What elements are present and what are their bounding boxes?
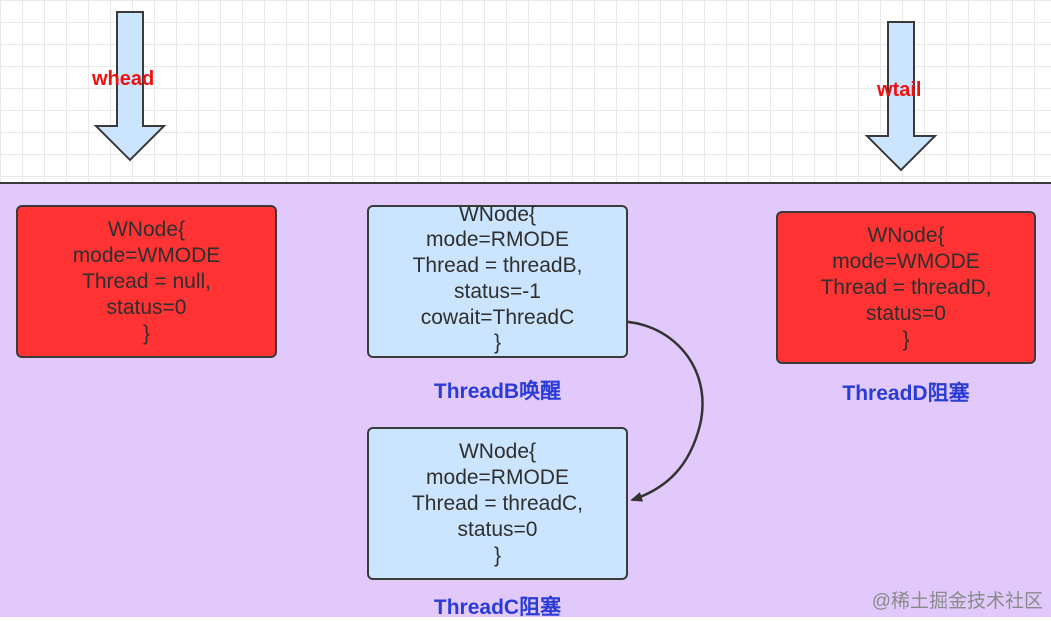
tail-pointer-arrow	[864, 21, 938, 172]
grid-background	[0, 0, 1051, 183]
node-line: WNode{	[458, 203, 537, 226]
watermark-text: @稀土掘金技术社区	[871, 591, 1043, 612]
cowait-link-arrow	[601, 320, 704, 502]
node-line: }	[142, 321, 150, 345]
node-line: mode=RMODE	[426, 465, 569, 489]
node-line: Thread = null,	[82, 269, 211, 293]
node-line: status=0	[457, 517, 538, 541]
node-line: status=-1	[454, 280, 541, 303]
node-line: }	[493, 543, 501, 567]
node-line: status=0	[866, 301, 946, 325]
node-line: mode=WMODE	[72, 243, 221, 267]
node-line: }	[493, 331, 501, 354]
node-line: Thread = threadB,	[412, 254, 583, 277]
node-line: Thread = threadD,	[820, 275, 992, 299]
queue-divider	[0, 182, 1051, 184]
threadB-wnode: WNode{ mode=RMODE Thread = threadB, stat…	[367, 203, 628, 358]
threadC-wnode: WNode{ mode=RMODE Thread = threadC, stat…	[367, 427, 628, 580]
node-line: Thread = threadC,	[411, 491, 583, 515]
threadC-caption: ThreadC阻塞	[433, 596, 562, 619]
node-line: mode=RMODE	[426, 228, 569, 251]
node-line: cowait=ThreadC	[420, 306, 575, 329]
tail-pointer-label: wtail	[877, 79, 922, 101]
node-line: WNode{	[867, 223, 945, 247]
head-wnode: WNode{ mode=WMODE Thread = null, status=…	[16, 205, 277, 358]
node-line: }	[902, 327, 910, 351]
threadD-wnode: WNode{ mode=WMODE Thread = threadD, stat…	[776, 211, 1036, 364]
node-line: status=0	[106, 295, 187, 319]
head-pointer-arrow	[93, 11, 167, 162]
node-line: mode=WMODE	[832, 249, 980, 273]
threadB-caption: ThreadB唤醒	[433, 380, 562, 403]
head-pointer-label: whead	[92, 68, 155, 90]
node-line: WNode{	[458, 439, 537, 463]
node-line: WNode{	[107, 217, 186, 241]
threadD-caption: ThreadD阻塞	[842, 382, 970, 405]
